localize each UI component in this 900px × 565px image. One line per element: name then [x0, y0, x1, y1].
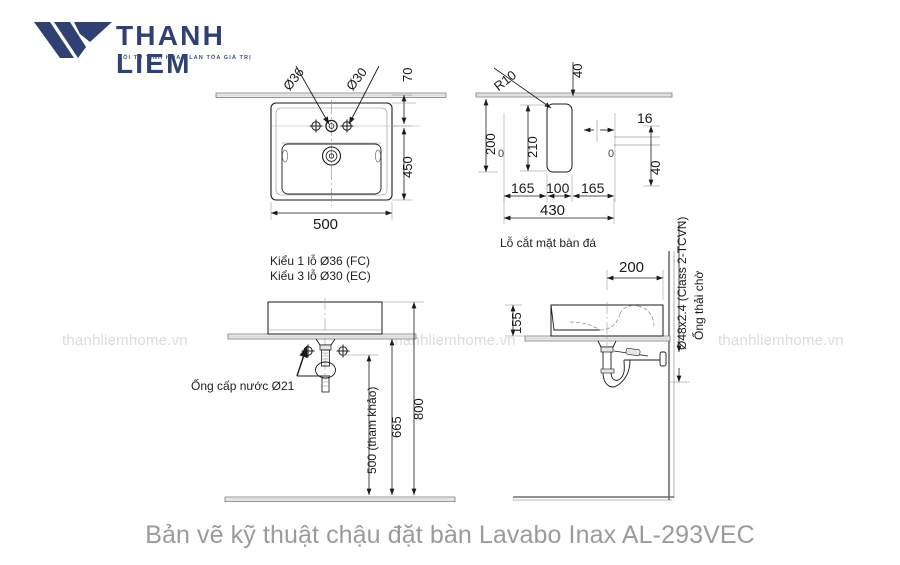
- dim-basin-height: 155: [509, 312, 524, 334]
- cutout-title: Lỗ cắt mặt bàn đá: [500, 236, 597, 250]
- dim-basin-width: 500: [313, 216, 339, 233]
- dim-basin-depth: 450: [400, 156, 415, 178]
- zero-marker-right: 0: [608, 148, 615, 160]
- chevron-logo-icon: [34, 22, 112, 58]
- view-front-elevation: [224, 298, 456, 502]
- brand-logo: THANH LIEM HỘI TỤ TINH HOA - LAN TỎA GIÁ…: [34, 16, 274, 78]
- dim-seg-mid: 100: [546, 180, 570, 196]
- dim-cutout-left-depth: 200: [483, 133, 498, 155]
- dim-supply-height: 500 (tham khảo): [365, 386, 379, 474]
- note-type-ec: Kiểu 3 lỗ Ø30 (EC): [270, 269, 371, 283]
- page-caption: Bản vẽ kỹ thuật chậu đặt bàn Lavabo Inax…: [145, 521, 755, 549]
- dim-slot-depth: 210: [525, 136, 540, 158]
- waste-pipe-spec: Ø48x2.4 (Class 2-TCVN): [675, 216, 689, 350]
- dim-cutout-bottom-offset: 40: [648, 160, 663, 175]
- dim-seg-right: 165: [581, 180, 605, 196]
- technical-drawing: [215, 62, 690, 502]
- view-countertop-cutout: [475, 62, 673, 224]
- dim-back-offset: 70: [400, 67, 415, 82]
- dim-cutout-top-edge: 40: [570, 63, 585, 78]
- dim-slot-width-note: 16: [637, 110, 653, 126]
- supply-pipe-label: Ống cấp nước Ø21: [191, 379, 295, 393]
- dim-cutout-total: 430: [540, 202, 566, 219]
- view-side-elevation: [505, 222, 690, 501]
- view-top-plan: [215, 65, 447, 220]
- dim-counter-height: 800: [411, 398, 426, 420]
- note-type-fc: Kiểu 1 lỗ Ø36 (FC): [270, 254, 371, 268]
- supply-fitting-right: [336, 344, 350, 358]
- dim-projection: 200: [619, 259, 645, 276]
- zero-marker-left: 0: [498, 148, 505, 160]
- waste-pipe-note: Ống thải chờ: [692, 270, 706, 340]
- dim-seg-left: 165: [511, 180, 535, 196]
- dim-trap-height: 665: [389, 416, 404, 438]
- brand-name: THANH LIEM: [116, 20, 225, 79]
- brand-tagline: HỘI TỤ TINH HOA - LAN TỎA GIÁ TRỊ: [118, 55, 252, 61]
